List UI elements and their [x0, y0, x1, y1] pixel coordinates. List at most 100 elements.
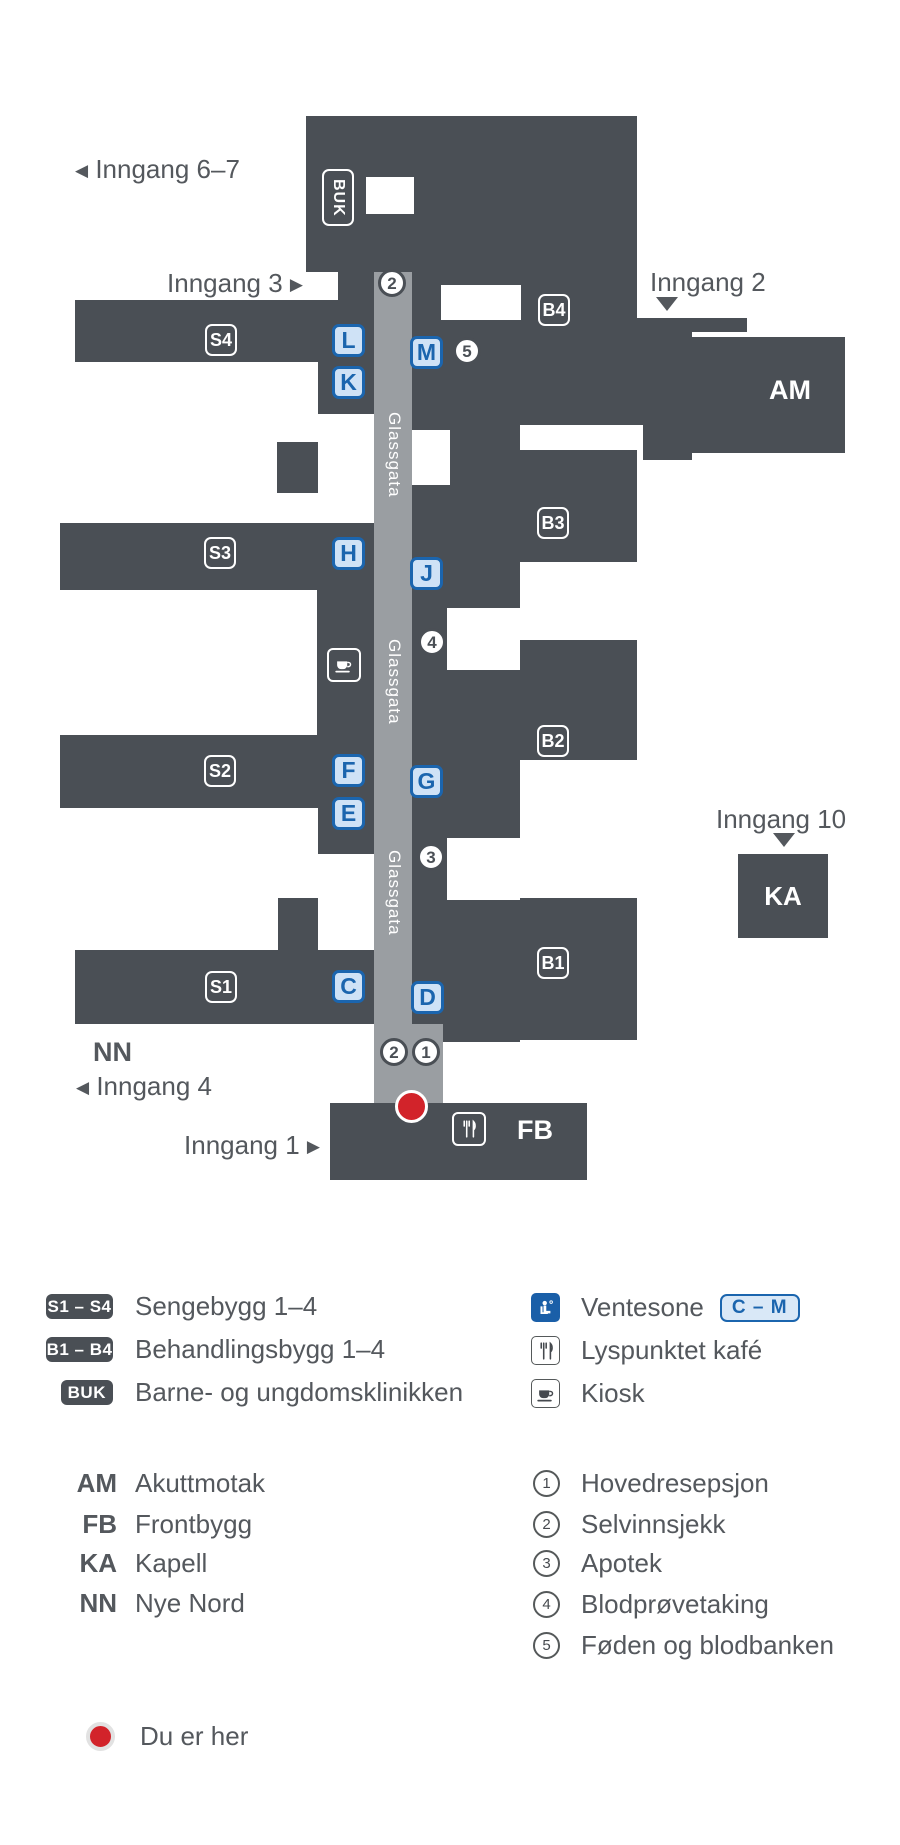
- coffee-cup-glyph: [335, 661, 352, 673]
- legend-row-am: AM Akuttmotak: [46, 1468, 266, 1499]
- legend-label: Selvinnsjekk: [581, 1509, 726, 1539]
- badge-b3: B3: [537, 507, 569, 539]
- waiting-area-icon: [531, 1293, 560, 1322]
- cutout-n5: [443, 1042, 520, 1103]
- cutout-n3: [447, 608, 520, 670]
- you-are-here-legend-dot: [86, 1722, 115, 1751]
- cutout-n2: [412, 430, 450, 485]
- badge-s4: S4: [205, 324, 237, 356]
- label-am: AM: [769, 375, 811, 405]
- badge-buk: BUK: [322, 169, 354, 226]
- building-right-strip: [412, 264, 520, 1105]
- legend-label: Barne- og ungdomsklinikken: [135, 1377, 464, 1407]
- legend-label: Nye Nord: [135, 1588, 245, 1618]
- badge-letter-e: E: [332, 797, 365, 830]
- map-circle-5: 5: [453, 337, 481, 365]
- legend-row-kiosk: Kiosk: [531, 1378, 645, 1409]
- building-b3-block: [520, 450, 637, 562]
- legend-label: Frontbygg: [135, 1509, 253, 1539]
- legend-label: Behandlingsbygg 1–4: [135, 1334, 386, 1364]
- badge-b1: B1: [537, 947, 569, 979]
- badge-letter-l: L: [332, 324, 365, 357]
- building-am-main: [690, 337, 845, 453]
- legend-row-foden: 5 Føden og blodbanken: [533, 1630, 834, 1661]
- building-ka-block: [738, 854, 828, 938]
- legend-label: Kiosk: [581, 1378, 645, 1408]
- fork-knife-glyph: [539, 1341, 553, 1360]
- label-fb: FB: [517, 1115, 553, 1145]
- arrow-left-icon: ◀: [76, 1078, 90, 1097]
- legend-label: Sengebygg 1–4: [135, 1291, 318, 1321]
- legend-row-nn: NN Nye Nord: [46, 1588, 245, 1619]
- badge-letter-m: M: [410, 336, 443, 369]
- badge-s1: S1: [205, 971, 237, 1003]
- legend-row-blodprovetaking: 4 Blodprøvetaking: [533, 1589, 769, 1620]
- legend-abbr-am: AM: [76, 1468, 117, 1498]
- map-circle-3: 3: [417, 843, 445, 871]
- badge-b2: B2: [537, 725, 569, 757]
- legend-label: Hovedresepsjon: [581, 1468, 769, 1498]
- legend-label: Blodprøvetaking: [581, 1589, 769, 1619]
- corridor-label-3: Glassgata: [385, 850, 404, 936]
- badge-letter-h: H: [332, 537, 365, 570]
- arrow-right-icon: ▶: [289, 275, 303, 294]
- kiosk-icon: [531, 1379, 560, 1408]
- cutout-buk-court: [366, 177, 414, 214]
- coffee-cup-glyph: [536, 1389, 553, 1401]
- legend-row-apotek: 3 Apotek: [533, 1548, 662, 1579]
- legend-abbr-fb: FB: [82, 1509, 117, 1539]
- corridor-label-2: Glassgata: [385, 639, 404, 725]
- map-circle-4: 4: [418, 628, 446, 656]
- building-bump-lower: [278, 898, 318, 952]
- map-circle-2-bottom: 2: [380, 1038, 408, 1066]
- building-am-lower-step: [643, 422, 692, 460]
- cutout-n1: [441, 285, 521, 320]
- building-bump-upper: [277, 442, 318, 493]
- legend-row-sengebygg: S1 – S4 Sengebygg 1–4: [46, 1291, 317, 1322]
- legend-abbr-nn: NN: [79, 1588, 117, 1618]
- entrance-10: Inngang 10: [716, 804, 847, 834]
- legend-badge-b1-b4: B1 – B4: [46, 1337, 113, 1362]
- legend-row-du-er-her: Du er her: [86, 1721, 248, 1752]
- entrance-4: ◀ Inngang 4: [76, 1071, 212, 1101]
- kiosk-icon: [327, 648, 361, 682]
- building-s3-bar: [60, 523, 374, 590]
- entrance-2: Inngang 2: [650, 267, 766, 297]
- arrow-left-icon: ◀: [75, 161, 89, 180]
- legend-label: Kapell: [135, 1548, 208, 1578]
- building-s4-bar: [75, 300, 374, 362]
- seated-person-glyph: [540, 1299, 553, 1314]
- badge-letter-g: G: [410, 765, 443, 798]
- building-s1-bar: [75, 950, 374, 1024]
- legend-row-hovedresepsjon: 1 Hovedresepsjon: [533, 1468, 769, 1499]
- legend-row-buk: BUK Barne- og ungdomsklinikken: [46, 1377, 463, 1408]
- restaurant-icon: [531, 1336, 560, 1365]
- legend-label: Føden og blodbanken: [581, 1630, 834, 1660]
- legend-badge-s1-s4: S1 – S4: [46, 1294, 113, 1319]
- badge-letter-d: D: [411, 981, 444, 1014]
- badge-letter-k: K: [332, 366, 365, 399]
- legend-label: Akuttmotak: [135, 1468, 266, 1498]
- badge-s3: S3: [204, 537, 236, 569]
- legend-label: Ventesone: [581, 1292, 704, 1322]
- legend-circle-2: 2: [533, 1511, 560, 1538]
- you-are-here-dot: [395, 1090, 428, 1123]
- arrow-down-icon-entrance-2: [656, 297, 678, 311]
- badge-s2: S2: [204, 755, 236, 787]
- entrance-3: Inngang 3 ▶: [167, 268, 303, 298]
- legend-label: Lyspunktet kafé: [581, 1335, 763, 1365]
- legend-row-kafe: Lyspunktet kafé: [531, 1335, 762, 1366]
- label-nn: NN: [93, 1037, 132, 1067]
- building-b1-block: [520, 898, 637, 1040]
- entrance-6-7: ◀ Inngang 6–7: [75, 154, 240, 184]
- map-circle-1-bottom: 1: [412, 1038, 440, 1066]
- map-circle-2-top: 2: [378, 269, 406, 297]
- building-fb-block: [330, 1103, 587, 1180]
- legend-circle-4: 4: [533, 1591, 560, 1618]
- building-b2-block: [520, 640, 637, 760]
- legend-row-behandlingsbygg: B1 – B4 Behandlingsbygg 1–4: [46, 1334, 385, 1365]
- legend-row-fb: FB Frontbygg: [46, 1509, 252, 1540]
- legend-abbr-ka: KA: [79, 1548, 117, 1578]
- building-s2-bar: [60, 735, 374, 808]
